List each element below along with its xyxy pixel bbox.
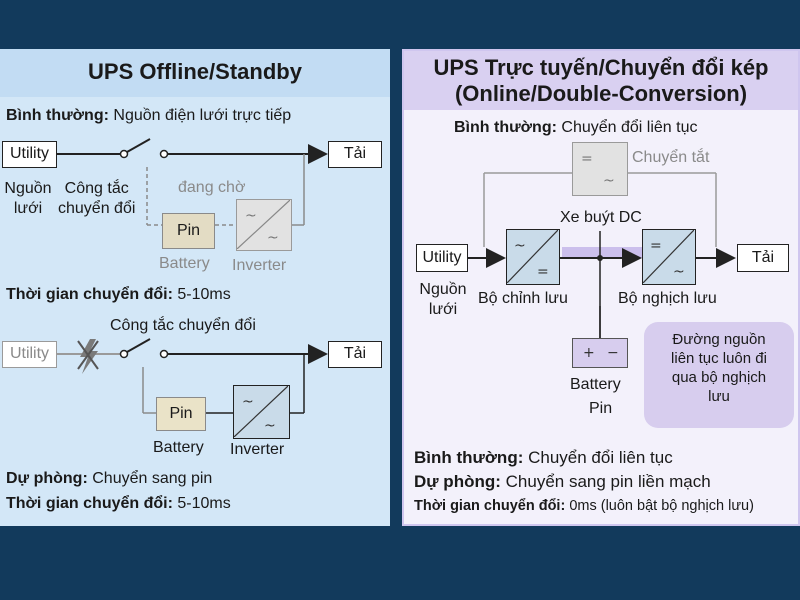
offline-transfer-label: Thời gian chuyển đổi: [6, 286, 173, 303]
note-line1: Đường nguồn [672, 331, 766, 348]
utility-box-failed: Utility [2, 341, 57, 368]
online-normal-text: Chuyển đổi liên tục [561, 119, 698, 136]
battery-icon-online: + − [572, 338, 628, 368]
grid-source-line2: lưới [13, 200, 43, 217]
summary-normal-label: Bình thường: [414, 448, 524, 467]
svg-text:−: − [607, 345, 619, 361]
offline-ups-wiring [57, 138, 328, 414]
summary-backup-text: Chuyển sang pin liền mạch [505, 472, 711, 491]
online-ups-title-line2: (Online/Double-Conversion) [454, 81, 748, 106]
offline-transfer-time: Thời gian chuyển đổi: 5-10ms [6, 286, 231, 304]
battery-label-2: Battery [153, 439, 204, 456]
utility-box-online: Utility [416, 244, 468, 272]
summary-normal-text: Chuyển đổi liên tục [528, 448, 673, 467]
load-box: Tải [328, 141, 382, 168]
backup-caption: Dự phòng: Chuyển sang pin [6, 470, 212, 488]
online-ups-wiring [466, 172, 736, 341]
svg-text:~: ~ [603, 173, 615, 189]
inverter-label-online: Bộ nghịch lưu [618, 290, 717, 307]
online-ups-title-line1: UPS Trực tuyến/Chuyển đổi kép [433, 55, 769, 80]
svg-text:~: ~ [267, 230, 279, 246]
grid-source-label-online: Nguồn lưới [416, 280, 470, 320]
inverter-icon-2: ~ ~ [233, 385, 290, 439]
note-line4: lưu [708, 388, 730, 405]
transfer-switch-line2: chuyển đổi [58, 200, 136, 217]
battery-pin-label-online: Pin [589, 400, 613, 417]
offline-normal-path [57, 138, 328, 164]
offline-ups-title: UPS Offline/Standby [0, 49, 390, 97]
svg-text:~: ~ [264, 418, 276, 434]
svg-text:=: = [581, 151, 593, 167]
bypass-label: Chuyển tắt [632, 149, 710, 166]
offline-normal-caption: Bình thường: Nguồn điện lưới trực tiếp [6, 107, 291, 125]
inverter-label-2: Inverter [230, 441, 285, 458]
grid-source-line1: Nguồn [4, 180, 52, 197]
svg-text:+: + [583, 345, 595, 361]
backup-transfer-time: Thời gian chuyển đổi: 5-10ms [6, 495, 231, 513]
backup-label: Dự phòng: [6, 470, 88, 487]
svg-text:~: ~ [245, 208, 257, 224]
transfer-switch-label: Công tắc chuyển đổi [58, 179, 135, 219]
bypass-path [483, 172, 717, 247]
grid-source-line2-online: lưới [428, 301, 458, 318]
standby-label: đang chờ [178, 179, 246, 196]
battery-icon-2: Pin [156, 397, 206, 431]
online-normal-caption: Bình thường: Chuyển đổi liên tục [454, 119, 697, 137]
inverter-icon-online: = ~ [642, 229, 696, 285]
backup-transfer-value: 5-10ms [177, 495, 231, 512]
battery-label-online: Battery [570, 376, 621, 393]
summary-transfer-text: 0ms (luôn bật bộ nghịch lưu) [569, 498, 754, 514]
offline-transfer-value: 5-10ms [177, 286, 231, 303]
backup-transfer-label: Thời gian chuyển đổi: [6, 495, 173, 512]
summary-backup: Dự phòng: Chuyển sang pin liền mạch [414, 472, 711, 492]
svg-text:=: = [650, 238, 662, 254]
continuous-path-note: Đường nguồn liên tục luôn đi qua bộ nghị… [644, 322, 794, 428]
summary-transfer-label: Thời gian chuyển đổi: [414, 498, 566, 514]
summary-normal: Bình thường: Chuyển đổi liên tục [414, 448, 673, 468]
continuous-power-path [466, 231, 736, 341]
online-normal-label: Bình thường: [454, 119, 557, 136]
battery-pin-label-2: Pin [169, 405, 193, 422]
online-ups-title: UPS Trực tuyến/Chuyển đổi kép (Online/Do… [404, 51, 798, 110]
load-box-online: Tải [737, 244, 789, 272]
backup-text: Chuyển sang pin [92, 470, 213, 487]
offline-normal-text: Nguồn điện lưới trực tiếp [113, 107, 292, 124]
svg-text:=: = [537, 264, 549, 280]
battery-icon: Pin [162, 213, 215, 249]
grid-source-label: Nguồn lưới [0, 179, 56, 219]
dc-bus-label: Xe buýt DC [560, 209, 642, 226]
note-line2: liên tục luôn đi [671, 350, 767, 367]
summary-transfer: Thời gian chuyển đổi: 0ms (luôn bật bộ n… [414, 498, 754, 514]
battery-pin-label: Pin [176, 222, 201, 239]
note-line3: qua bộ nghịch [671, 369, 767, 386]
utility-box: Utility [2, 141, 57, 168]
inverter-icon: ~ ~ [236, 199, 292, 251]
rectifier-label: Bộ chỉnh lưu [478, 290, 568, 307]
transfer-switch-label-2: Công tắc chuyển đổi [110, 317, 256, 334]
rectifier-icon: ~ = [506, 229, 560, 285]
transfer-switch-line1: Công tắc [64, 180, 129, 197]
summary-backup-label: Dự phòng: [414, 472, 501, 491]
online-ups-panel: UPS Trực tuyến/Chuyển đổi kép (Online/Do… [402, 49, 800, 526]
offline-normal-label: Bình thường: [6, 107, 109, 124]
svg-text:~: ~ [673, 264, 685, 280]
svg-text:~: ~ [514, 238, 526, 254]
svg-text:~: ~ [242, 394, 254, 410]
offline-standby-path [146, 154, 305, 226]
offline-backup-path [57, 338, 328, 414]
bypass-switch-icon: = ~ [572, 142, 628, 196]
grid-source-line1-online: Nguồn [419, 281, 467, 298]
battery-label: Battery [159, 255, 210, 272]
power-failure-icon [77, 339, 99, 374]
load-box-2: Tải [328, 341, 382, 368]
offline-ups-panel: UPS Offline/Standby [0, 49, 390, 526]
inverter-label: Inverter [232, 257, 287, 274]
